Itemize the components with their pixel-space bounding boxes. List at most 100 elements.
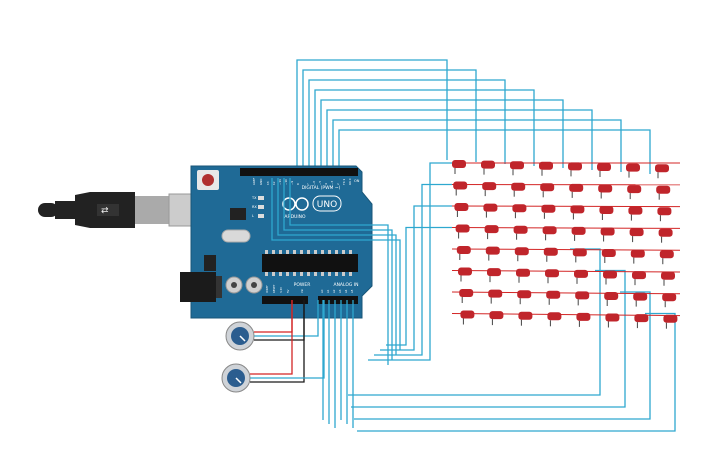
potentiometer-indicator [235,377,242,384]
digital-header-label: DIGITAL (PWM ~) [302,185,341,191]
board-model-text: UNO [317,200,337,210]
column-wire [308,79,506,170]
led [569,183,584,192]
reset-pin-label: RESET [272,284,276,293]
led [512,204,527,213]
led [633,292,648,301]
a1-pin-label: A1 [326,289,330,293]
led [663,314,678,323]
led [517,290,532,299]
ground-wire [250,300,305,383]
led [545,269,559,278]
column-wire [296,59,448,170]
pin2-label: 2 [336,183,340,185]
row-wire [380,205,452,351]
led [541,204,556,213]
led [600,227,615,236]
led [543,247,558,256]
column-wire [338,129,651,174]
pin12-label: 12 [272,181,276,185]
wiper-wire [254,300,319,337]
gnd-pin-label: GND [259,179,263,185]
led [629,228,644,237]
led [484,225,499,234]
vin-pin-label: Vin [300,289,304,293]
led [516,268,530,277]
row-wire [357,312,676,432]
pin13-label: 13 [266,181,270,185]
ioref-pin-label: IOREF [265,285,269,293]
led [483,203,498,212]
led [452,160,466,168]
led [547,312,562,321]
led [570,205,585,214]
led [572,248,587,257]
row-wire [354,291,651,420]
5v-pin-label: 5V [286,289,290,293]
tx-led-label: TX [251,196,257,200]
led [518,311,533,320]
column-wire [320,99,564,170]
row-wire [368,162,452,361]
led [599,206,614,214]
pin11-label: ~11 [278,179,282,185]
potentiometers [221,300,325,393]
arduino-logo [282,197,309,211]
led [460,310,475,319]
l-led-label: L [252,214,254,218]
led [662,293,677,302]
led [568,162,582,171]
row-wire [374,183,452,356]
led [488,289,503,298]
led [489,311,504,320]
pin6-label: ~6 [312,181,316,185]
led [571,226,586,235]
rx-led-label: RX [252,205,257,209]
pin1-label: TX 1 [342,178,346,186]
power-header-label: POWER [294,282,311,288]
power-wire [250,300,293,375]
led [481,160,495,169]
led [657,207,672,216]
signal-wire [271,178,401,350]
led [605,313,620,322]
pin5-label: ~5 [318,181,322,185]
column-wire [314,89,535,170]
a3-pin-label: A3 [338,289,342,293]
led [511,182,526,191]
led [627,185,642,194]
a5-pin-label: A5 [350,289,354,293]
led [485,246,500,255]
led [540,183,555,192]
led [575,291,590,300]
led [634,314,649,323]
led [576,312,591,321]
led [597,163,611,171]
pin4-label: 4 [324,183,328,185]
pin8-label: 8 [296,183,300,185]
column-wire [332,119,622,172]
led [514,247,529,256]
led-matrix [451,160,681,329]
led [454,203,469,211]
led [603,270,617,279]
led [455,224,470,233]
led [658,228,673,237]
a0-pin-label: A0 [320,289,324,293]
led [656,185,671,194]
led [604,292,619,300]
matrix-wires-layer [296,59,676,432]
pin3-label: ~3 [330,181,334,185]
pin10-label: ~10 [284,179,288,185]
led [632,271,646,280]
3v3-pin-label: 3.3V [279,287,283,293]
pin9-label: ~9 [290,181,294,185]
led [542,226,557,235]
led [459,289,474,297]
led [546,290,561,299]
analog-header-label: ANALOG IN [333,282,358,288]
signal-wire [283,178,393,360]
led [458,267,472,276]
led [655,164,669,173]
